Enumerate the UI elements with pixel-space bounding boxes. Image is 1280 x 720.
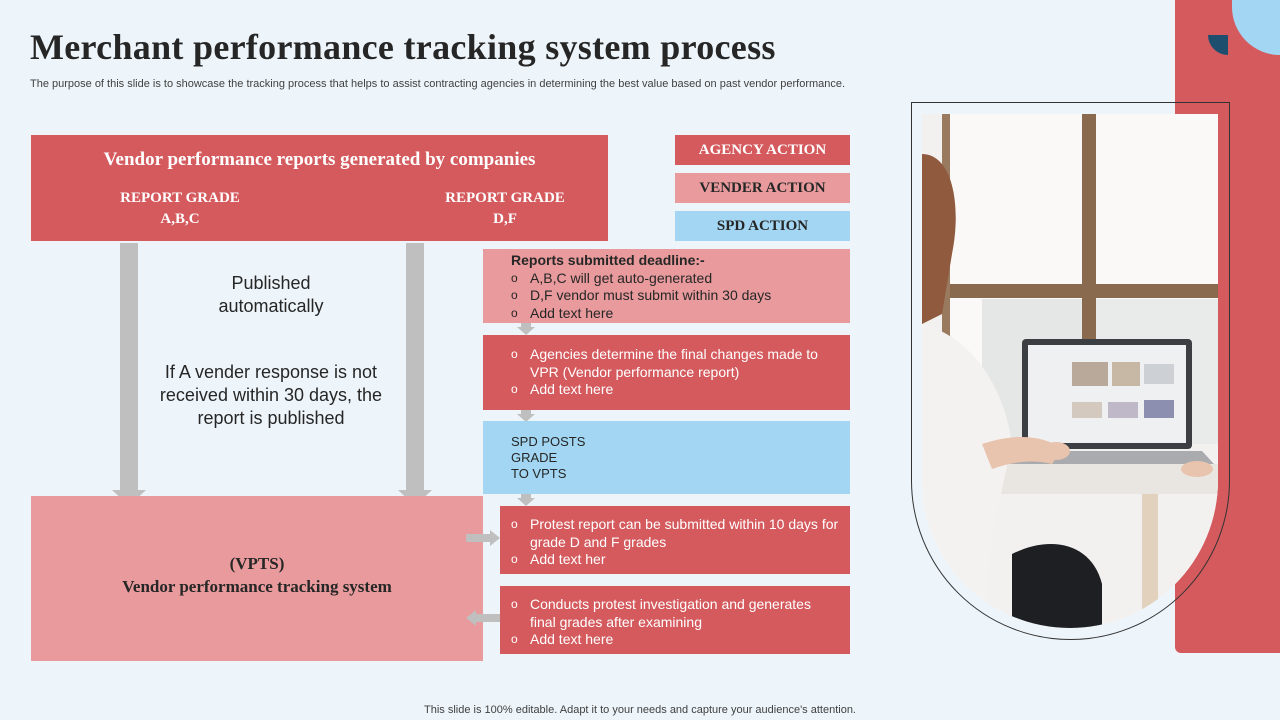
list-item-text: Add text here bbox=[530, 631, 614, 647]
vpts-box: (VPTS) Vendor performance tracking syste… bbox=[31, 496, 483, 661]
vendor-reports-box: Vendor performance reports generated by … bbox=[31, 135, 608, 241]
deadline-heading: Reports submitted deadline:- bbox=[511, 252, 705, 268]
connector-3-shaft bbox=[521, 493, 531, 499]
report-grade-df-label: REPORT GRADE bbox=[445, 190, 565, 206]
deadline-box: Reports submitted deadline:- o A,B,C will… bbox=[483, 249, 850, 323]
spd-posts-line-3: TO VPTS bbox=[511, 466, 567, 481]
arrow-protest-to-vpts bbox=[466, 530, 500, 546]
list-item: o Protest report can be submitted within … bbox=[511, 516, 840, 551]
published-line-1: Published bbox=[231, 273, 311, 293]
published-automatically-text: Published automatically bbox=[151, 272, 391, 318]
connector-3-head bbox=[517, 498, 535, 506]
list-item-text: Add text here bbox=[530, 381, 614, 397]
photo-frame-outline bbox=[911, 102, 1230, 640]
woman-laptop-photo bbox=[922, 114, 1218, 628]
list-item: o Agencies determine the final changes ma… bbox=[511, 346, 840, 381]
woman-laptop-illustration bbox=[922, 114, 1218, 628]
bullet-icon: o bbox=[511, 305, 518, 320]
right-down-arrow-shaft bbox=[406, 243, 424, 491]
legend-agency-action: AGENCY ACTION bbox=[675, 135, 850, 165]
connector-1-shaft bbox=[521, 322, 531, 328]
published-line-2: automatically bbox=[218, 296, 324, 316]
footer-note: This slide is 100% editable. Adapt it to… bbox=[424, 704, 856, 716]
spd-posts-line-2: GRADE bbox=[511, 450, 558, 465]
list-item: o Add text here bbox=[511, 631, 840, 649]
connector-2-head bbox=[517, 414, 535, 422]
agencies-determine-box: o Agencies determine the final changes ma… bbox=[483, 335, 850, 410]
connector-1-head bbox=[517, 327, 535, 335]
list-item-text: Conducts protest investigation and gener… bbox=[530, 596, 811, 630]
page-subtitle: The purpose of this slide is to showcase… bbox=[30, 78, 846, 90]
left-down-arrow-shaft bbox=[120, 243, 138, 491]
bullet-icon: o bbox=[511, 632, 518, 646]
list-item: o Conducts protest investigation and gene… bbox=[511, 596, 840, 631]
page-title: Merchant performance tracking system pro… bbox=[30, 27, 776, 67]
bullet-icon: o bbox=[511, 347, 518, 361]
bullet-icon: o bbox=[511, 270, 518, 285]
list-item: o Add text here bbox=[511, 381, 840, 399]
response-line-2: received within 30 days, the bbox=[159, 385, 383, 405]
list-item-text: Agencies determine the final changes mad… bbox=[530, 346, 818, 380]
spd-posts-line-1: SPD POSTS bbox=[511, 434, 586, 449]
list-item-text: Add text her bbox=[530, 551, 606, 567]
connector-2-shaft bbox=[521, 409, 531, 415]
vpts-full-name: Vendor performance tracking system bbox=[122, 577, 392, 596]
bullet-icon: o bbox=[511, 552, 518, 566]
list-item-text: Protest report can be submitted within 1… bbox=[530, 516, 839, 550]
vender-response-text: If A vender response is not received wit… bbox=[141, 361, 401, 430]
protest-report-box: o Protest report can be submitted within … bbox=[500, 506, 850, 574]
response-line-1: If A vender response is not bbox=[164, 362, 378, 382]
legend-vender-action: VENDER ACTION bbox=[675, 173, 850, 203]
arrow-investigation-to-vpts bbox=[466, 610, 500, 626]
list-item-text: A,B,C will get auto-generated bbox=[530, 269, 713, 286]
vendor-reports-heading: Vendor performance reports generated by … bbox=[103, 149, 536, 170]
bullet-icon: o bbox=[511, 382, 518, 396]
list-item: o Add text here bbox=[511, 305, 850, 323]
report-grade-df: REPORT GRADE D,F bbox=[405, 188, 605, 230]
list-item-text: D,F vendor must submit within 30 days bbox=[530, 287, 772, 303]
bullet-icon: o bbox=[511, 517, 518, 531]
list-item: o A,B,C will get auto-generated bbox=[511, 270, 850, 288]
response-line-3: report is published bbox=[197, 408, 345, 428]
list-item-text: Add text here bbox=[530, 304, 614, 321]
list-item: o Add text her bbox=[511, 551, 840, 569]
protest-investigation-box: o Conducts protest investigation and gene… bbox=[500, 586, 850, 654]
vpts-acronym: (VPTS) bbox=[229, 554, 285, 573]
list-item: o D,F vendor must submit within 30 days bbox=[511, 287, 850, 305]
report-grade-df-value: D,F bbox=[493, 211, 517, 227]
bullet-icon: o bbox=[511, 288, 518, 302]
report-grade-abc-value: A,B,C bbox=[160, 211, 200, 227]
report-grade-abc: REPORT GRADE A,B,C bbox=[80, 188, 280, 230]
spd-posts-box: SPD POSTS GRADE TO VPTS bbox=[483, 421, 850, 494]
report-grade-abc-label: REPORT GRADE bbox=[120, 190, 240, 206]
legend-spd-action: SPD ACTION bbox=[675, 211, 850, 241]
bullet-icon: o bbox=[511, 597, 518, 611]
